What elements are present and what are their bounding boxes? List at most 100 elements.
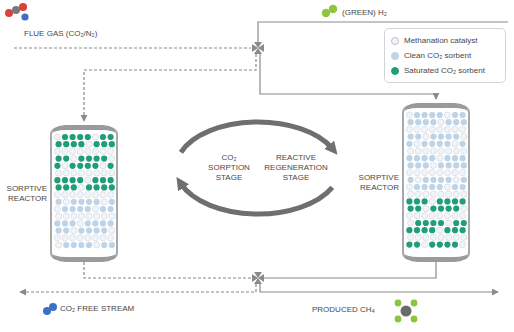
sorbent-pellet: [92, 220, 98, 226]
catalyst-pellet: [70, 235, 76, 241]
sorbent-pellet: [414, 227, 420, 233]
catalyst-pellet: [54, 134, 60, 140]
reactor-vessel: SORPTIVE REACTOR: [50, 125, 118, 262]
catalyst-pellet: [429, 198, 435, 204]
catalyst-pellet: [422, 126, 428, 132]
sorbent-pellet: [109, 184, 115, 190]
catalyst-pellet: [54, 235, 60, 241]
sorbent-pellet: [70, 163, 76, 169]
sorbent-pellet: [101, 141, 107, 147]
outlet-line-right: [264, 262, 436, 278]
catalyst-pellet: [430, 234, 436, 240]
catalyst-pellet: [444, 126, 450, 132]
catalyst-pellet: [429, 126, 435, 132]
sorbent-pellet: [63, 242, 69, 248]
catalyst-pellet: [408, 220, 414, 226]
sorbent-pellet: [78, 141, 84, 147]
sorbent-pellet: [77, 177, 83, 183]
catalyst-pellet: [92, 148, 98, 154]
catalyst-pellet: [438, 234, 444, 240]
catalyst-pellet: [70, 148, 76, 154]
catalyst-pellet: [108, 192, 114, 198]
catalyst-pellet: [444, 213, 450, 219]
sorbent-pellet: [85, 206, 91, 212]
catalyst-pellet: [430, 191, 436, 197]
sorbent-pellet: [452, 184, 458, 190]
sorbent-pellet: [414, 184, 420, 190]
catalyst-pellet: [56, 242, 62, 248]
sorbent-pellet: [452, 242, 458, 248]
legend-text: Saturated CO₂ sorbent: [404, 66, 485, 76]
catalyst-pellet: [63, 170, 69, 176]
sorbent-pellet: [446, 119, 452, 125]
catalyst-pellet: [429, 213, 435, 219]
flue-gas-icon: [5, 3, 29, 21]
sorbent-pellet: [71, 141, 77, 147]
sorbent-pellet: [77, 134, 83, 140]
catalyst-pellet: [109, 213, 115, 219]
sorbent-pellet: [63, 156, 69, 162]
catalyst-pellet: [85, 235, 91, 241]
catalyst-pellet: [406, 184, 412, 190]
catalyst-pellet: [423, 134, 429, 140]
flue-gas-line: [14, 47, 251, 48]
catalyst-pellet: [453, 177, 459, 183]
catalyst-pellet: [422, 242, 428, 248]
catalyst-pellet: [414, 213, 420, 219]
catalyst-pellet: [78, 213, 84, 219]
top-valve: [252, 42, 264, 54]
catalyst-pellet: [62, 163, 68, 169]
sorbent-pellet: [422, 184, 428, 190]
catalyst-pellet: [406, 112, 412, 118]
catalyst-pellet: [452, 126, 458, 132]
sorbent-pellet: [460, 141, 466, 147]
catalyst-pellet: [56, 170, 62, 176]
catalyst-pellet: [92, 206, 98, 212]
reactor-vessel: SORPTIVE REACTOR: [402, 103, 470, 262]
catalyst-pellet: [422, 213, 428, 219]
catalyst-pellet: [414, 126, 420, 132]
sorbent-pellet: [461, 162, 467, 168]
catalyst-pellet: [54, 192, 60, 198]
catalyst-pellet: [438, 191, 444, 197]
sorbent-pellet: [94, 184, 100, 190]
sorbent-pellet: [437, 198, 443, 204]
catalyst-pellet: [415, 148, 421, 154]
catalyst-pellet: [54, 148, 60, 154]
catalyst-pellet: [423, 148, 429, 154]
sorbent-pellet: [422, 227, 428, 233]
sorbent-pellet: [452, 155, 458, 161]
feed-line-left: [84, 54, 256, 121]
catalyst-pellet: [77, 235, 83, 241]
stage-label: REACTIVE REGENERATION STAGE: [262, 153, 330, 183]
sorbent-pellet: [86, 228, 92, 234]
legend-box: Methanation catalystClean CO₂ sorbentSat…: [384, 28, 506, 83]
sorbent-pellet: [438, 220, 444, 226]
catalyst-pellet: [460, 213, 466, 219]
sorbent-pellet: [86, 199, 92, 205]
catalyst-pellet: [406, 126, 412, 132]
catalyst-pellet: [71, 228, 77, 234]
sorbent-pellet: [54, 177, 60, 183]
catalyst-pellet: [444, 112, 450, 118]
sorbent-pellet: [94, 199, 100, 205]
sorbent-pellet: [71, 242, 77, 248]
catalyst-pellet: [446, 220, 452, 226]
sorbent-pellet: [85, 134, 91, 140]
sorbent-pellet: [108, 206, 114, 212]
bottom-valve: [252, 272, 264, 284]
catalyst-pellet: [92, 235, 98, 241]
stream-label: PRODUCED CH₄: [312, 305, 375, 315]
sorbent-pellet: [56, 199, 62, 205]
reactor-label: SORPTIVE REACTOR: [355, 173, 399, 193]
catalyst-pellet: [415, 177, 421, 183]
catalyst-pellet: [408, 234, 414, 240]
sorbent-pellet: [430, 220, 436, 226]
catalyst-pellet: [461, 206, 467, 212]
sorbent-pellet: [406, 198, 412, 204]
catalyst-pellet: [77, 220, 83, 226]
catalyst-pellet: [408, 191, 414, 197]
sorbent-pellet: [109, 199, 115, 205]
sorbent-pellet: [460, 112, 466, 118]
sorbent-pellet: [101, 242, 107, 248]
